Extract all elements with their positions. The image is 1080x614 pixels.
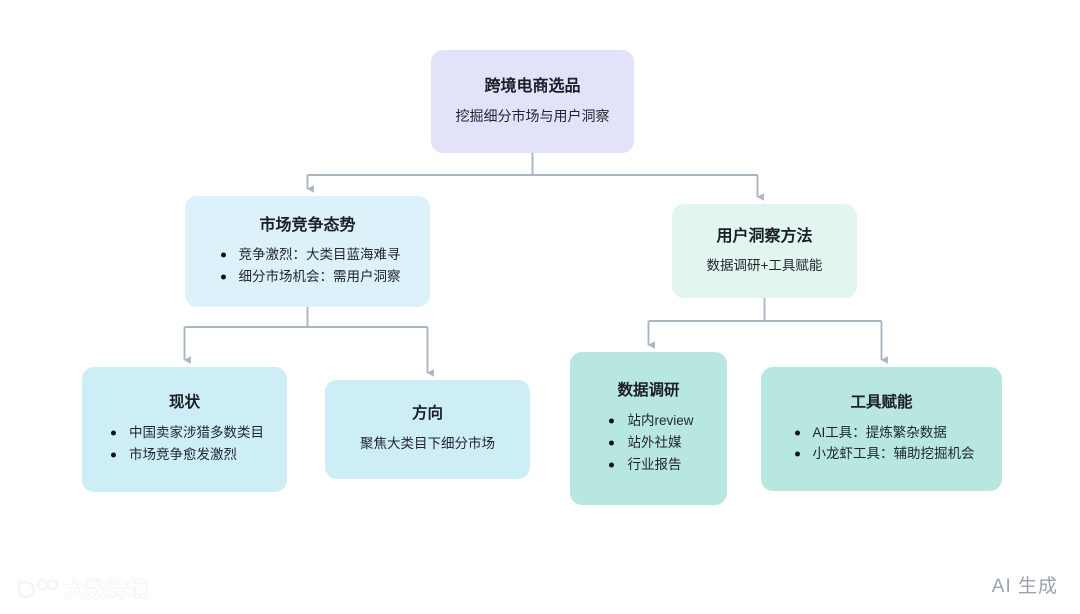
node-market-competition[interactable]: 市场竞争态势 竞争激烈：大类目蓝海难寻 细分市场机会：需用户洞察 <box>185 196 430 307</box>
node-tool-empowerment-bullets: AI工具：提炼繁杂数据 小龙虾工具：辅助挖掘机会 <box>789 422 975 466</box>
node-root-title: 跨境电商选品 <box>484 77 581 95</box>
node-market-competition-title: 市场竞争态势 <box>259 216 356 234</box>
ai-generated-badge: AI 生成 <box>991 576 1058 597</box>
list-item: AI工具：提炼繁杂数据 <box>793 422 975 444</box>
node-tool-empowerment[interactable]: 工具赋能 AI工具：提炼繁杂数据 小龙虾工具：辅助挖掘机会 <box>761 367 1002 491</box>
node-current-status-bullets: 中国卖家涉猎多数类目 市场竞争愈发激烈 <box>105 422 264 466</box>
node-root[interactable]: 跨境电商选品 挖掘细分市场与用户洞察 <box>431 50 634 153</box>
list-item: 市场竞争愈发激烈 <box>109 444 264 466</box>
brand-logo-icon <box>17 578 58 598</box>
list-item: 细分市场机会：需用户洞察 <box>219 266 401 288</box>
brand-logo-text: 大数跨境 <box>65 579 149 601</box>
node-data-research-bullets: 站内review 站外社媒 行业报告 <box>603 410 693 476</box>
node-tool-empowerment-title: 工具赋能 <box>850 393 913 411</box>
node-data-research[interactable]: 数据调研 站内review 站外社媒 行业报告 <box>570 352 727 505</box>
node-current-status-title: 现状 <box>168 394 200 412</box>
list-item: 行业报告 <box>607 454 693 476</box>
node-direction[interactable]: 方向 聚焦大类目下细分市场 <box>325 380 530 479</box>
list-item: 中国卖家涉猎多数类目 <box>109 422 264 444</box>
node-data-research-title: 数据调研 <box>617 382 680 400</box>
list-item: 小龙虾工具：辅助挖掘机会 <box>793 443 975 465</box>
node-market-competition-bullets: 竞争激烈：大类目蓝海难寻 细分市场机会：需用户洞察 <box>215 244 401 288</box>
node-user-insight-method[interactable]: 用户洞察方法 数据调研+工具赋能 <box>672 204 857 298</box>
list-item: 竞争激烈：大类目蓝海难寻 <box>219 244 401 266</box>
brand-watermark: 大数跨境 <box>14 573 149 602</box>
node-user-insight-method-title: 用户洞察方法 <box>716 227 813 245</box>
node-root-subtitle: 挖掘细分市场与用户洞察 <box>455 108 610 125</box>
node-direction-title: 方向 <box>411 405 443 423</box>
node-user-insight-method-subtitle: 数据调研+工具赋能 <box>706 258 823 274</box>
list-item: 站外社媒 <box>607 432 693 454</box>
list-item: 站内review <box>607 410 693 432</box>
node-direction-subtitle: 聚焦大类目下细分市场 <box>360 436 495 452</box>
node-current-status[interactable]: 现状 中国卖家涉猎多数类目 市场竞争愈发激烈 <box>82 367 287 492</box>
